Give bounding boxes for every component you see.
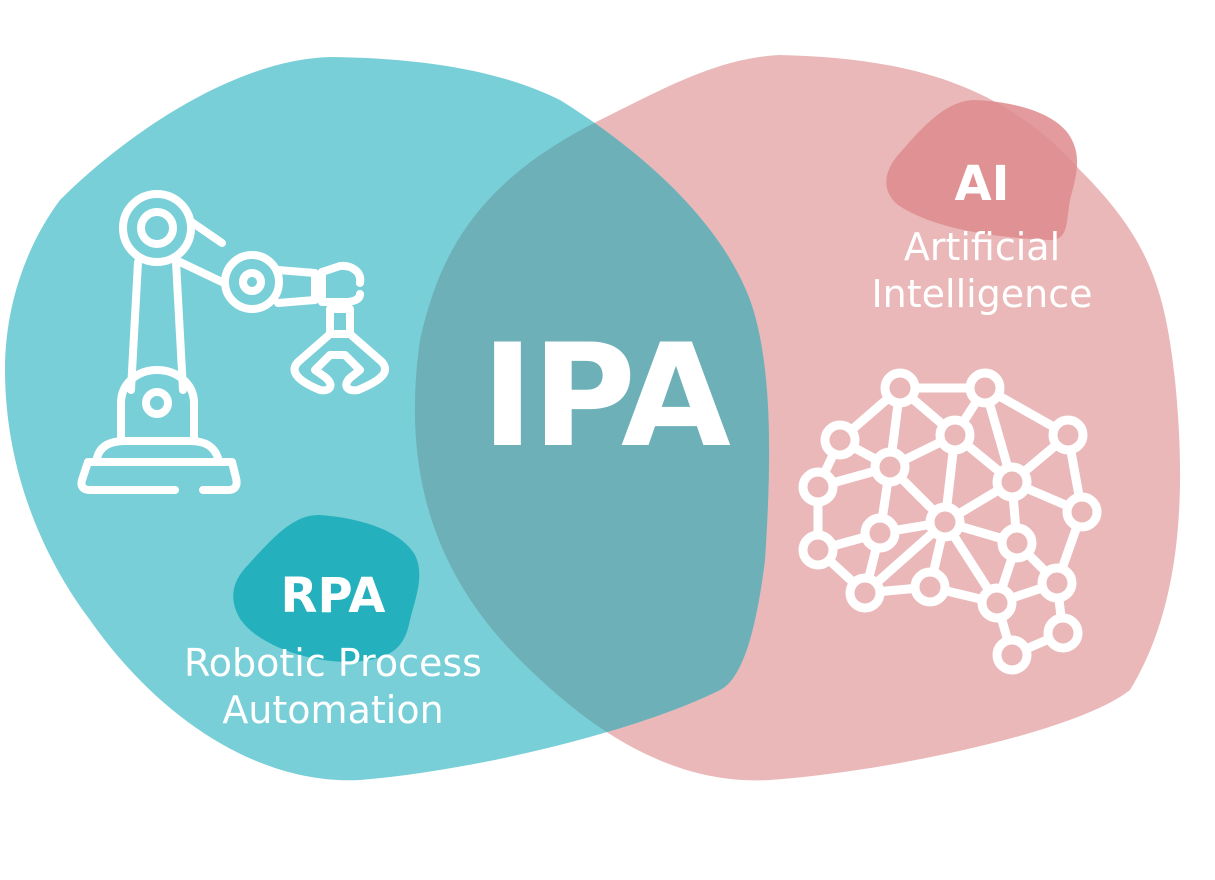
ai-accent-blob <box>886 100 1078 240</box>
rpa-full-name-line1: Robotic Process <box>184 641 482 685</box>
rpa-full-name: Robotic Process Automation <box>143 640 523 734</box>
ai-full-name-line1: Artificial <box>903 225 1061 269</box>
rpa-full-name-line2: Automation <box>222 688 444 732</box>
ai-abbreviation: AI <box>954 156 1010 212</box>
ipa-overlap <box>414 57 770 781</box>
ai-full-name-line2: Intelligence <box>871 272 1093 316</box>
rpa-abbreviation: RPA <box>280 568 386 624</box>
robot-arm-icon <box>77 190 389 494</box>
ipa-center-label: IPA <box>481 314 731 479</box>
ai-full-name: Artificial Intelligence <box>832 224 1132 318</box>
neural-network-nodes <box>798 368 1102 675</box>
rpa-accent-blob <box>233 514 420 662</box>
